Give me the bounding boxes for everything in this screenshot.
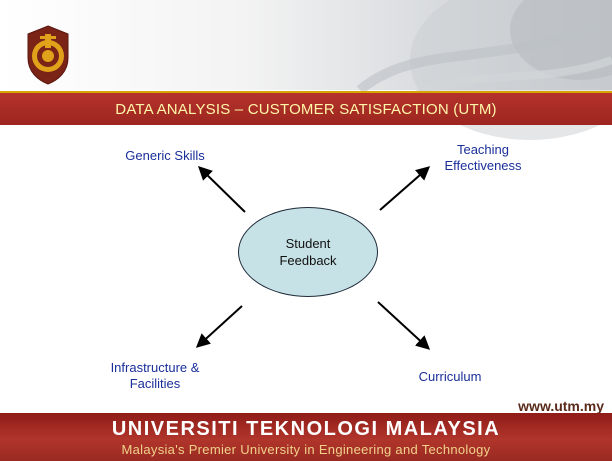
university-crest-logo [27,25,69,85]
node-generic-skills: Generic Skills [105,148,225,164]
center-node-line2: Feedback [279,253,337,268]
node-teaching-line2: Effectiveness [444,158,522,173]
footer-tagline: Malaysia's Premier University in Enginee… [121,442,491,457]
arrow-to-curriculum [377,301,431,350]
arrow-to-generic-skills [197,166,246,213]
node-generic-skills-label: Generic Skills [125,148,205,163]
footer-bar: UNIVERSITI TEKNOLOGI MALAYSIA Malaysia's… [0,413,612,461]
node-curriculum: Curriculum [395,369,505,385]
center-node-student-feedback: Student Feedback [238,207,378,297]
node-infrastructure-line2: Facilities [129,376,181,391]
arrow-to-teaching-effectiveness [379,166,431,211]
slide-title: DATA ANALYSIS – CUSTOMER SATISFACTION (U… [115,100,497,118]
title-bar: DATA ANALYSIS – CUSTOMER SATISFACTION (U… [0,91,612,125]
node-infrastructure-line1: Infrastructure & [110,360,200,375]
website-url: www.utm.my [518,398,604,414]
node-curriculum-label: Curriculum [418,369,482,384]
center-node-line1: Student [285,236,331,251]
node-infrastructure-facilities: Infrastructure & Facilities [90,360,220,392]
footer-university-name: UNIVERSITI TEKNOLOGI MALAYSIA [111,418,501,440]
arrow-to-infrastructure-facilities [195,305,243,348]
node-teaching-effectiveness: Teaching Effectiveness [418,142,548,174]
node-teaching-line1: Teaching [456,142,510,157]
